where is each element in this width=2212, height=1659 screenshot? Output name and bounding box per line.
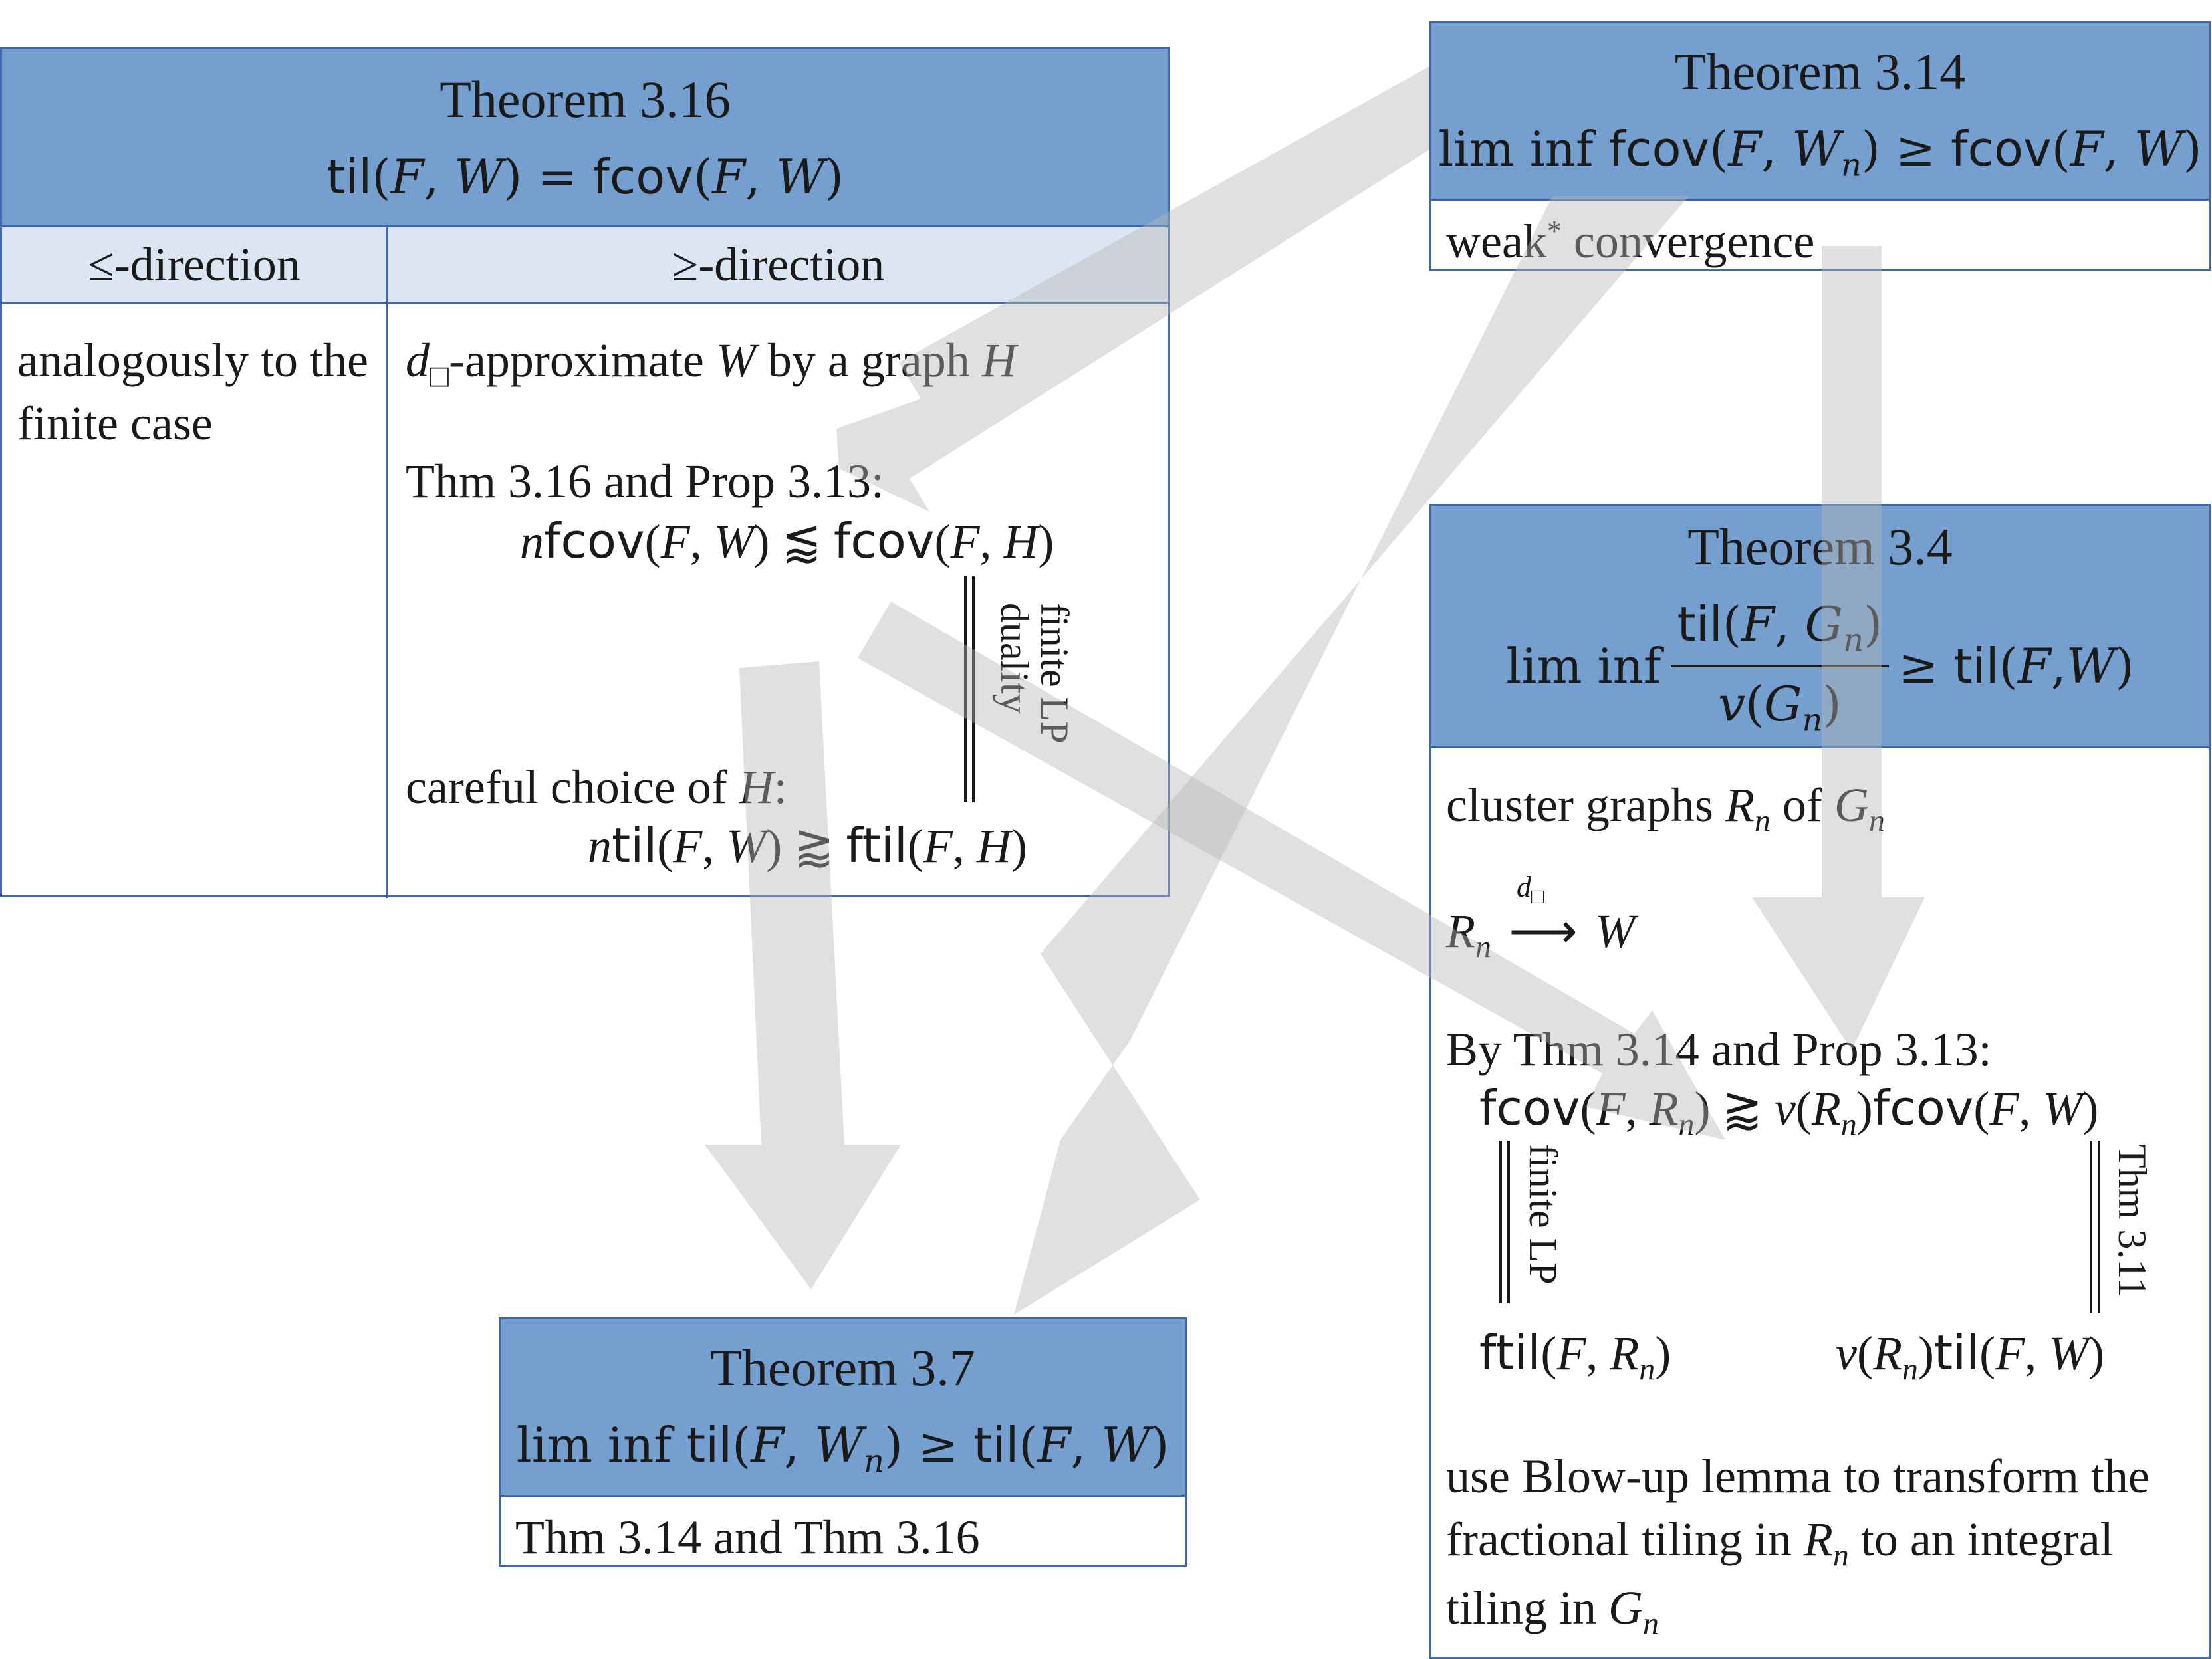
theorem-3-4-box: Theorem 3.4 lim inf til(F, Gn) v(Gn) ≥ t…	[1429, 504, 2211, 1659]
ge-inequality-fcov: nfcov(F, W) ⪅ fcov(F, H)	[520, 513, 1054, 569]
vtil-expression: v(Rn)til(F, W)	[1836, 1325, 2105, 1387]
ftil-expression: ftil(F, Rn)	[1479, 1325, 1671, 1387]
theorem-3-7-box: Theorem 3.7 lim inf til(F, Wn) ≥ til(F, …	[499, 1317, 1187, 1567]
theorem-3-16-formula: til(F, W) = fcov(F, W)	[326, 148, 844, 205]
finite-lp-label: finite LP	[1521, 1144, 1565, 1285]
blow-up-text: use Blow-up lemma to transform the fract…	[1446, 1450, 2150, 1642]
by-thm-line: By Thm 3.14 and Prop 3.13:	[1446, 1023, 1992, 1076]
ge-line-careful-choice: careful choice of H:	[406, 760, 787, 814]
thm-3-11-label: Thm 3.11	[2110, 1144, 2154, 1298]
ge-direction-header: ≥-direction	[672, 237, 885, 291]
cluster-graphs-line: cluster graphs Rn of Gn	[1446, 778, 1885, 839]
theorem-3-14-title: Theorem 3.14	[1674, 43, 1966, 101]
theorem-3-4-body: cluster graphs Rn of Gn Rn d□⟶ W By Thm …	[1431, 748, 2209, 1659]
ge-direction-content: d□-approximate W by a graph H Thm 3.16 a…	[388, 304, 1168, 898]
convergence-line: Rn d□⟶ W	[1446, 871, 1635, 965]
theorem-3-7-formula: lim inf til(F, Wn) ≥ til(F, W)	[516, 1417, 1169, 1480]
le-direction-text: analogously to the finite case	[2, 304, 388, 898]
theorem-3-4-header: Theorem 3.4 lim inf til(F, Gn) v(Gn) ≥ t…	[1431, 506, 2209, 748]
lp-duality-label: finite LP duality	[993, 603, 1076, 742]
theorem-3-14-body: weak* convergence	[1446, 215, 1815, 268]
thm-3-11-equals-bar	[2090, 1141, 2100, 1313]
theorem-3-4-title: Theorem 3.4	[1687, 517, 1953, 576]
theorem-3-16-title: Theorem 3.16	[439, 70, 731, 128]
theorem-3-16-box: Theorem 3.16 til(F, W) = fcov(F, W) ≤-di…	[0, 47, 1170, 898]
direction-header-row: ≤-direction ≥-direction	[2, 227, 1168, 304]
theorem-3-14-box: Theorem 3.14 lim inf fcov(F, Wn) ≥ fcov(…	[1429, 21, 2211, 271]
lp-duality-equals-bar	[964, 576, 975, 802]
fcov-inequality: fcov(F, Rn) ⪆ v(Rn)fcov(F, W)	[1479, 1080, 2099, 1143]
theorem-3-4-formula: lim inf til(F, Gn) v(Gn) ≥ til(F, W)	[1506, 588, 2134, 746]
theorem-3-14-formula: lim inf fcov(F, Wn) ≥ fcov(F, W)	[1438, 121, 2202, 184]
ge-line-approximate: d□-approximate W by a graph H	[406, 334, 1017, 394]
theorem-3-4-fraction: til(F, Gn) v(Gn)	[1670, 588, 1890, 746]
theorem-3-7-body: Thm 3.14 and Thm 3.16	[515, 1511, 980, 1564]
theorem-3-14-header: Theorem 3.14 lim inf fcov(F, Wn) ≥ fcov(…	[1431, 23, 2209, 201]
ge-line-thm-prop: Thm 3.16 and Prop 3.13:	[406, 455, 884, 508]
le-direction-header: ≤-direction	[2, 227, 388, 302]
finite-lp-equals-bar	[1499, 1141, 1510, 1303]
theorem-3-16-header: Theorem 3.16 til(F, W) = fcov(F, W)	[2, 49, 1168, 227]
theorem-3-7-header: Theorem 3.7 lim inf til(F, Wn) ≥ til(F, …	[501, 1319, 1185, 1497]
ge-inequality-til: ntil(F, W) ⪆ ftil(F, H)	[588, 818, 1027, 873]
theorem-3-7-title: Theorem 3.7	[710, 1339, 975, 1397]
